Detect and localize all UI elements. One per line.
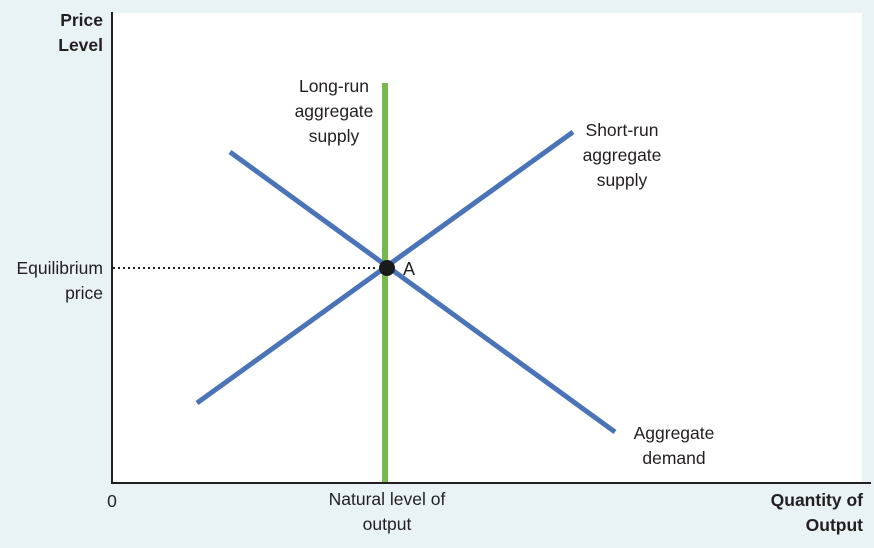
- origin-label: 0: [107, 491, 117, 511]
- x-axis-title: Quantity of Output: [770, 490, 863, 535]
- x-tick-label-natural-level: Natural level of output: [328, 489, 446, 534]
- y-tick-label-equilibrium-price: Equilibrium price: [16, 258, 103, 303]
- y-axis-title: Price Level: [58, 10, 103, 55]
- ad-curve-label: Aggregate demand: [633, 423, 715, 468]
- plot-area: [113, 13, 862, 482]
- equilibrium-point-label: A: [403, 259, 416, 279]
- sras-curve-label: Short-run aggregate supply: [582, 120, 662, 190]
- lras-curve-label: Long-run aggregate supply: [294, 76, 374, 146]
